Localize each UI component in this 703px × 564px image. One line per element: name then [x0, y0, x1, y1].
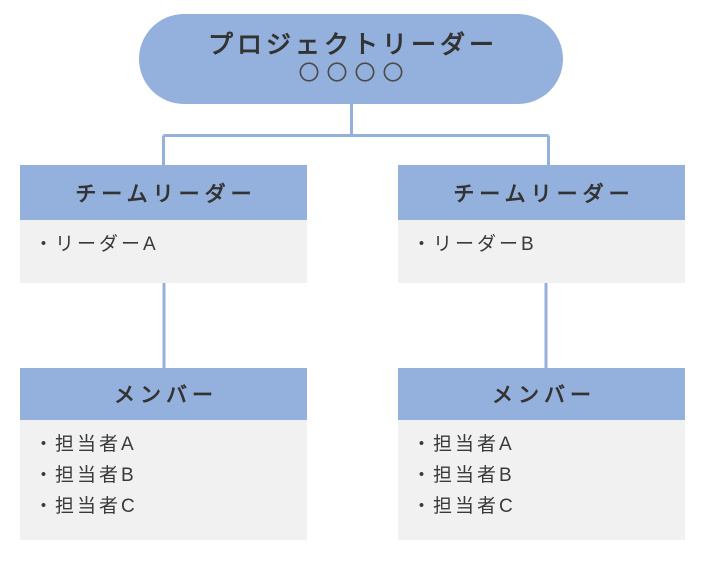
- list-item-label: リーダーB: [433, 234, 537, 255]
- list-item-label: 担当者C: [433, 495, 516, 517]
- team-leader-right-body: ・リーダーB: [398, 220, 685, 283]
- bullet-icon: ・: [412, 234, 434, 255]
- list-item: ・リーダーB: [412, 230, 685, 261]
- team-leader-left-header: チームリーダー: [20, 165, 307, 220]
- team-leader-right-header: チームリーダー: [398, 165, 685, 220]
- node-team-leader-right[interactable]: チームリーダー ・リーダーB: [398, 165, 685, 283]
- project-leader-title: プロジェクトリーダー: [207, 31, 498, 60]
- list-item: ・担当者A: [34, 430, 307, 461]
- bullet-icon: ・: [412, 464, 434, 486]
- list-item-label: 担当者B: [433, 464, 515, 486]
- node-member-right[interactable]: メンバー ・担当者A ・担当者B ・担当者C: [398, 368, 685, 540]
- list-item: ・リーダーA: [34, 230, 307, 261]
- bullet-icon: ・: [412, 434, 434, 455]
- list-item: ・担当者B: [412, 461, 685, 492]
- node-team-leader-left[interactable]: チームリーダー ・リーダーA: [20, 165, 307, 283]
- list-item: ・担当者C: [34, 492, 307, 523]
- bullet-icon: ・: [412, 495, 434, 517]
- member-left-header: メンバー: [20, 368, 307, 420]
- list-item-label: 担当者B: [55, 464, 137, 486]
- node-member-left[interactable]: メンバー ・担当者A ・担当者B ・担当者C: [20, 368, 307, 540]
- node-project-leader[interactable]: プロジェクトリーダー 〇〇〇〇: [139, 14, 563, 104]
- bullet-icon: ・: [34, 434, 56, 455]
- bullet-icon: ・: [34, 495, 56, 517]
- member-right-header: メンバー: [398, 368, 685, 420]
- project-leader-name: 〇〇〇〇: [298, 61, 411, 85]
- team-leader-left-body: ・リーダーA: [20, 220, 307, 283]
- member-right-body: ・担当者A ・担当者B ・担当者C: [398, 420, 685, 540]
- member-left-body: ・担当者A ・担当者B ・担当者C: [20, 420, 307, 540]
- list-item-label: リーダーA: [55, 234, 159, 255]
- list-item: ・担当者C: [412, 492, 685, 523]
- list-item: ・担当者A: [412, 430, 685, 461]
- bullet-icon: ・: [34, 464, 56, 486]
- list-item-label: 担当者A: [55, 434, 137, 455]
- list-item-label: 担当者C: [55, 495, 138, 517]
- bullet-icon: ・: [34, 234, 56, 255]
- list-item-label: 担当者A: [433, 434, 515, 455]
- list-item: ・担当者B: [34, 461, 307, 492]
